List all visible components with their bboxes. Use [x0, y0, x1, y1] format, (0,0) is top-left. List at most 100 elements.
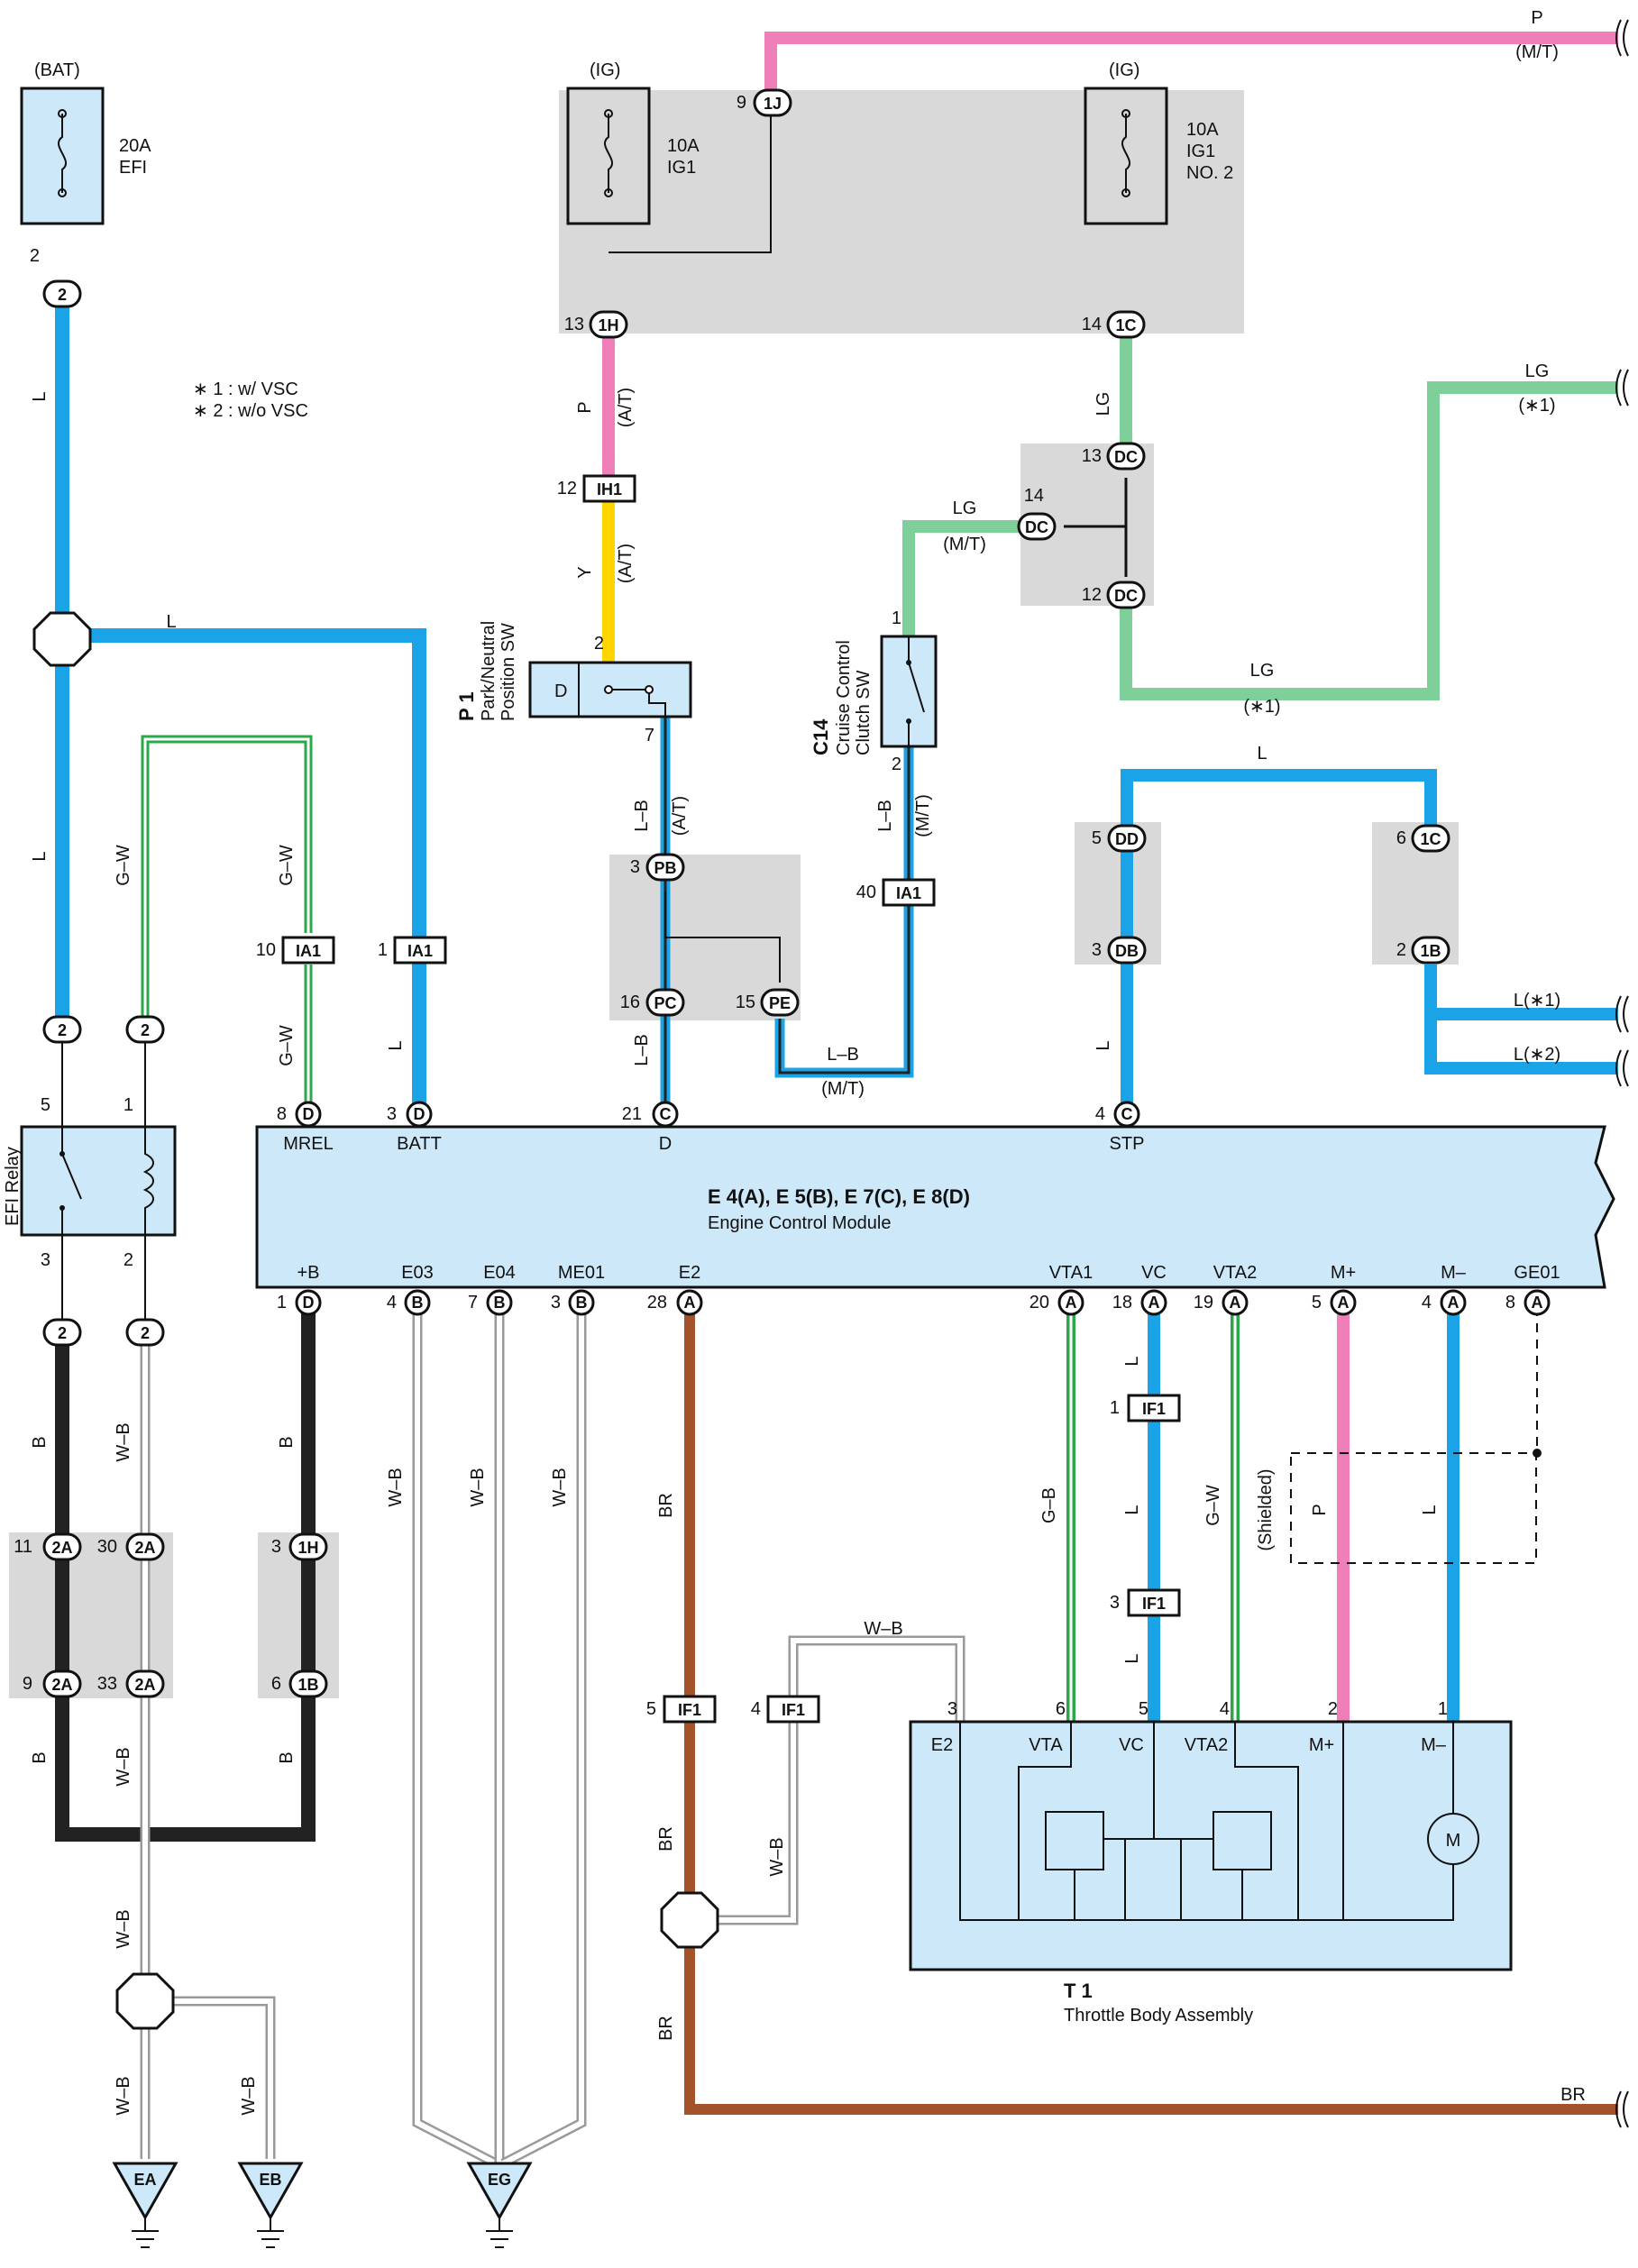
svg-text:(A/T): (A/T) [616, 544, 636, 583]
svg-text:10: 10 [256, 940, 276, 960]
svg-text:6: 6 [1396, 828, 1406, 848]
svg-text:B: B [277, 1751, 297, 1763]
svg-text:LG: LG [953, 498, 977, 518]
svg-text:4: 4 [387, 1293, 397, 1312]
svg-text:STP: STP [1110, 1134, 1145, 1154]
svg-text:VTA1: VTA1 [1049, 1263, 1094, 1283]
svg-text:L–B: L–B [632, 800, 652, 832]
svg-text:LG: LG [1094, 392, 1113, 416]
svg-text:13: 13 [564, 315, 584, 334]
svg-text:40: 40 [856, 883, 876, 902]
svg-text:E2: E2 [931, 1735, 953, 1755]
wire-labels: L L L L G–W G–W G–W B B B B W–B W–B W–B … [30, 8, 1586, 2116]
svg-text:L–B: L–B [875, 800, 895, 832]
svg-text:5: 5 [41, 1095, 50, 1115]
svg-text:(A/T): (A/T) [670, 796, 690, 836]
svg-text:D: D [303, 1294, 315, 1312]
wire-lg-cruise [902, 520, 1019, 636]
svg-text:1B: 1B [1420, 942, 1441, 960]
wire-b-relay [55, 1307, 316, 1842]
svg-text:B: B [277, 1436, 297, 1448]
svg-text:P: P [1310, 1504, 1330, 1515]
svg-text:8: 8 [1505, 1293, 1515, 1312]
svg-text:L: L [386, 1040, 406, 1050]
svg-text:EG: EG [488, 2171, 511, 2189]
wire-br-e2 [684, 1307, 1618, 2115]
svg-text:L: L [1122, 1356, 1142, 1366]
svg-text:M–: M– [1441, 1263, 1467, 1283]
fuse-efi-label-1: 20A [119, 136, 151, 156]
svg-text:IF1: IF1 [1142, 1400, 1166, 1418]
svg-text:1H: 1H [297, 1539, 318, 1557]
svg-text:30: 30 [97, 1537, 117, 1557]
svg-text:3: 3 [1110, 1593, 1120, 1613]
svg-text:(M/T): (M/T) [913, 794, 933, 837]
svg-text:L: L [1122, 1504, 1142, 1514]
svg-text:L: L [166, 612, 176, 632]
svg-text:6: 6 [271, 1674, 281, 1694]
svg-text:M+: M+ [1309, 1735, 1334, 1755]
svg-text:1H: 1H [598, 316, 618, 334]
svg-text:12: 12 [557, 479, 577, 498]
svg-text:GE01: GE01 [1514, 1263, 1560, 1283]
svg-text:5: 5 [1139, 1699, 1148, 1719]
svg-text:IF1: IF1 [678, 1701, 701, 1719]
wire-wb-e03 [412, 1307, 499, 2168]
ground-eg [466, 2162, 533, 2221]
svg-text:14: 14 [1024, 486, 1044, 506]
svg-text:LG: LG [1525, 361, 1550, 381]
splice-l [32, 611, 92, 667]
svg-text:VTA2: VTA2 [1185, 1735, 1229, 1755]
svg-text:3: 3 [947, 1699, 957, 1719]
svg-text:W–B: W–B [114, 2076, 133, 2115]
ecm-title: E 4(A), E 5(B), E 7(C), E 8(D) [708, 1185, 970, 1208]
svg-text:Y: Y [575, 566, 595, 578]
wire-lg-out [1120, 381, 1618, 700]
svg-text:(M/T): (M/T) [1515, 42, 1559, 62]
fuse-ig1-label-2: IG1 [667, 158, 696, 178]
svg-text:12: 12 [1082, 585, 1102, 605]
svg-text:2A: 2A [51, 1676, 72, 1694]
ecm-pins [295, 1101, 1551, 1316]
wire-l-batt [90, 628, 426, 951]
svg-text:EA: EA [133, 2171, 156, 2189]
svg-text:A: A [1338, 1294, 1350, 1312]
p1-name-1: Park/Neutral [479, 621, 499, 721]
ecm-body[interactable] [255, 1125, 1615, 1289]
ig-right-label: (IG) [1109, 60, 1139, 80]
svg-text:18: 18 [1112, 1293, 1132, 1312]
svg-text:3: 3 [271, 1537, 281, 1557]
c14-name-2: Clutch SW [854, 670, 874, 755]
svg-text:5: 5 [646, 1699, 656, 1719]
svg-text:2: 2 [58, 286, 67, 304]
svg-text:G–B: G–B [1039, 1487, 1059, 1523]
svg-text:(∗1): (∗1) [1243, 697, 1280, 717]
svg-text:D: D [414, 1105, 426, 1123]
svg-text:7: 7 [468, 1293, 478, 1312]
svg-text:L: L [1094, 1040, 1113, 1050]
svg-text:P: P [575, 401, 595, 413]
svg-text:2A: 2A [51, 1539, 72, 1557]
svg-text:(A/T): (A/T) [616, 388, 636, 427]
svg-text:G–W: G–W [114, 845, 133, 886]
t1-name: Throttle Body Assembly [1064, 2006, 1253, 2026]
svg-text:BR: BR [656, 1493, 676, 1518]
svg-text:2A: 2A [134, 1539, 155, 1557]
svg-text:PC: PC [654, 994, 676, 1012]
svg-text:MREL: MREL [283, 1134, 334, 1154]
svg-text:4: 4 [1422, 1293, 1432, 1312]
svg-text:L: L [1257, 744, 1267, 764]
throttle-body[interactable] [909, 1720, 1513, 1971]
fuse-ig1-label-1: 10A [667, 136, 700, 156]
svg-text:9: 9 [23, 1674, 32, 1694]
svg-text:A: A [1148, 1294, 1160, 1312]
svg-text:6: 6 [1056, 1699, 1066, 1719]
svg-text:11: 11 [14, 1537, 32, 1557]
svg-text:5: 5 [1312, 1293, 1322, 1312]
svg-text:A: A [684, 1294, 696, 1312]
svg-text:15: 15 [736, 992, 755, 1012]
